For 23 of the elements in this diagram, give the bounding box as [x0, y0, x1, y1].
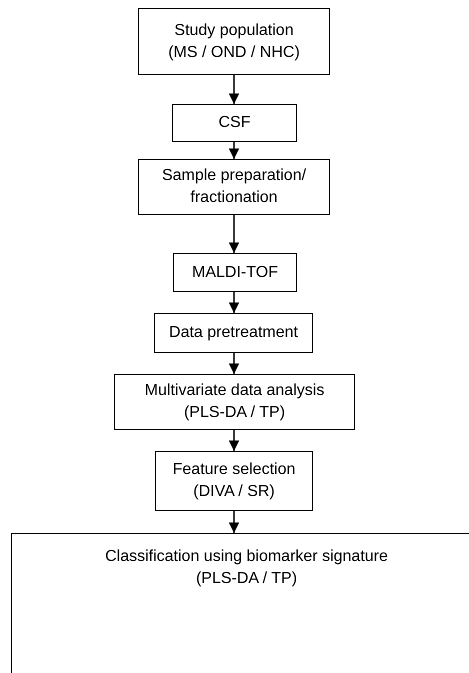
box-label: CSF: [218, 113, 252, 133]
process-box: [154, 313, 313, 353]
process-box: [11, 533, 469, 673]
box-label: Feature selection (DIVA / SR): [172, 460, 296, 502]
process-box: [173, 253, 297, 292]
arrow: [228, 292, 240, 313]
process-box: [114, 374, 355, 430]
process-box: [155, 451, 313, 511]
arrow: [228, 511, 240, 533]
arrow: [228, 353, 240, 374]
box-label: MALDI-TOF: [191, 262, 279, 282]
box-label: Sample preparation/ fractionation: [160, 166, 308, 208]
box-label: Classification using biomarker signature (PLS-DA / TP): [104, 547, 389, 589]
box-label: Data pretreatment: [168, 323, 299, 343]
arrow: [228, 430, 240, 451]
box-label: Multivariate data analysis (PLS-DA / TP): [144, 381, 326, 423]
arrow: [228, 75, 240, 104]
arrow: [228, 142, 240, 159]
arrow: [228, 215, 240, 253]
process-box: [172, 104, 297, 142]
box-label: Study population (MS / OND / NHC): [167, 20, 301, 62]
process-box: [138, 8, 330, 75]
process-box: [138, 159, 330, 215]
